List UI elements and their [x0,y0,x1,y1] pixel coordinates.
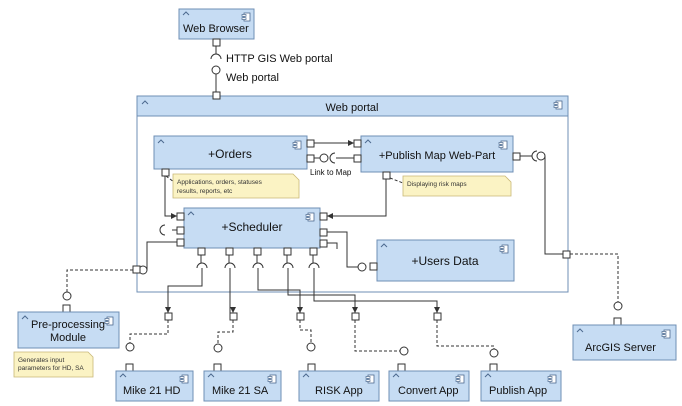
scheduler-component[interactable]: +Scheduler [183,207,321,249]
orders-component[interactable]: +Orders [153,135,308,170]
chevron-up-icon[interactable] [576,328,584,333]
convert-app-component[interactable]: Convert App [388,370,470,402]
mike-21-hd-component[interactable]: Mike 21 HD [115,370,194,402]
users-data-component[interactable]: +Users Data [376,239,515,282]
chevron-up-icon[interactable] [392,373,400,378]
risk-app-label: RISK App [315,385,363,397]
mike-21-sa-component[interactable]: Mike 21 SA [203,370,282,402]
port [319,212,328,221]
web-portal-interface-label: Web portal [226,72,279,84]
chevron-up-icon[interactable] [380,243,388,248]
chevron-up-icon[interactable] [484,373,492,378]
mike-21-hd-label: Mike 21 HD [123,385,181,397]
arcgis-label: ArcGIS Server [585,342,656,354]
mike-21-sa-label: Mike 21 SA [212,385,269,397]
port [176,226,185,235]
chevron-up-icon[interactable] [141,100,149,105]
provided-interface [211,65,221,75]
publish-app-component[interactable]: Publish App [480,370,562,402]
users-data-label: +Users Data [411,254,478,268]
port [212,38,221,47]
risk-app-component[interactable]: RISK App [298,370,380,402]
port [512,152,521,161]
publish-map-component[interactable]: +Publish Map Web-Part [360,135,514,173]
preprocessing-module-component[interactable]: Pre-processing Module [17,311,120,349]
arcgis-server-component[interactable]: ArcGIS Server [572,324,677,361]
web-browser-component[interactable]: Web Browser [178,8,255,40]
chevron-up-icon[interactable] [182,11,190,16]
port [353,154,362,163]
note-text: results, reports, etc [177,188,233,195]
chevron-up-icon[interactable] [157,139,165,144]
publish-app-label: Publish App [489,385,547,397]
port [176,212,185,221]
link-to-map-label: Link to Map [310,168,352,177]
port [319,228,328,237]
chevron-up-icon[interactable] [364,139,372,144]
web-portal-title: Web portal [326,102,379,114]
chevron-up-icon[interactable] [119,373,127,378]
port [306,154,315,163]
port [353,139,362,148]
publish-map-label: +Publish Map Web-Part [379,150,495,162]
port [306,139,315,148]
convert-app-label: Convert App [398,385,459,397]
preprocessing-note: Generates input parameters for HD, SA [13,351,94,378]
note-text: parameters for HD, SA [18,365,84,372]
chevron-up-icon[interactable] [187,211,195,216]
http-portal-interface-label: HTTP GIS Web portal [226,53,333,65]
note-text: Displaying risk maps [407,181,467,188]
note-text: Applications, orders, statuses [177,179,263,186]
port [176,238,185,247]
note-text: Generates input [18,357,64,364]
orders-note: Applications, orders, statuses results, … [172,173,300,199]
port [319,239,328,248]
preprocessing-label-line1: Pre-processing [31,319,105,331]
port [382,171,391,180]
preprocessing-label-line2: Module [50,332,86,344]
required-interface [210,53,222,60]
provided-interface [319,153,329,163]
port [212,91,221,100]
chevron-up-icon[interactable] [21,315,29,320]
required-interface [159,224,166,236]
web-browser-label: Web Browser [183,23,249,35]
scheduler-label: +Scheduler [221,220,282,234]
required-interface [329,152,336,164]
orders-label: +Orders [208,147,252,161]
port [161,168,170,177]
publish-note: Displaying risk maps [402,175,512,197]
chevron-up-icon[interactable] [207,373,215,378]
chevron-up-icon[interactable] [302,373,310,378]
